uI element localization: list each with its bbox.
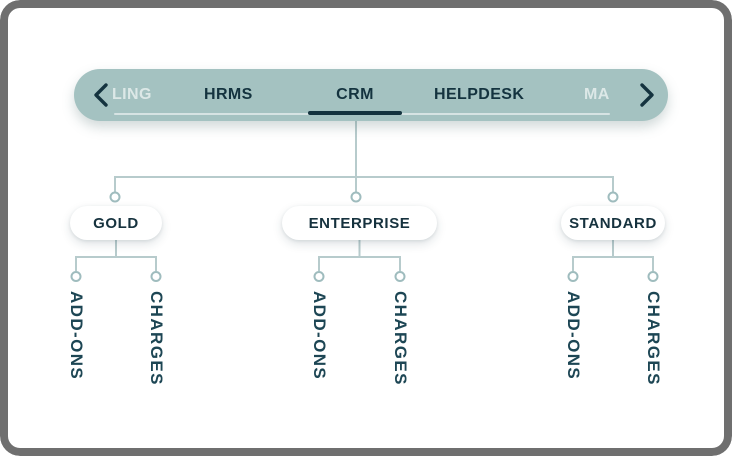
standard-charges-anchor-circle [647,271,659,282]
gold-anchor-circle [109,191,121,203]
tab-hrms[interactable]: HRMS [204,86,253,103]
enterprise-branch-lines [318,240,401,271]
plan-node-standard[interactable]: STANDARD [561,206,665,240]
gold-branch-lines [75,240,157,271]
scroll-left-button[interactable] [88,69,114,121]
scroll-right-button[interactable] [634,69,660,121]
enterprise-charges-anchor-circle [394,271,406,282]
tab-partial-left[interactable]: LING [112,86,152,103]
enterprise-addons-anchor-circle [313,271,325,282]
leaf-gold-add-ons[interactable]: ADD-ONS [67,291,86,381]
tab-helpdesk[interactable]: HELPDESK [434,86,525,103]
plan-node-gold[interactable]: GOLD [70,206,162,240]
leaf-standard-add-ons[interactable]: ADD-ONS [564,291,583,381]
level1-spread-line [114,176,614,192]
standard-anchor-circle [607,191,619,203]
standard-branch-lines [572,240,654,271]
chevron-right-icon [638,82,656,108]
leaf-enterprise-add-ons[interactable]: ADD-ONS [310,291,329,381]
standard-addons-anchor-circle [567,271,579,282]
plan-node-enterprise[interactable]: ENTERPRISE [282,206,437,240]
chevron-left-icon [92,82,110,108]
gold-addons-anchor-circle [70,271,82,282]
active-tab-underline [308,111,402,115]
tab-partial-right[interactable]: MA [584,86,610,103]
leaf-enterprise-charges[interactable]: CHARGES [391,291,410,386]
module-tab-bar: LING HRMS CRM HELPDESK MA [74,69,668,121]
leaf-standard-charges[interactable]: CHARGES [644,291,663,386]
gold-charges-anchor-circle [150,271,162,282]
tab-crm[interactable]: CRM [336,86,374,103]
leaf-gold-charges[interactable]: CHARGES [147,291,166,386]
enterprise-anchor-circle [350,191,362,203]
